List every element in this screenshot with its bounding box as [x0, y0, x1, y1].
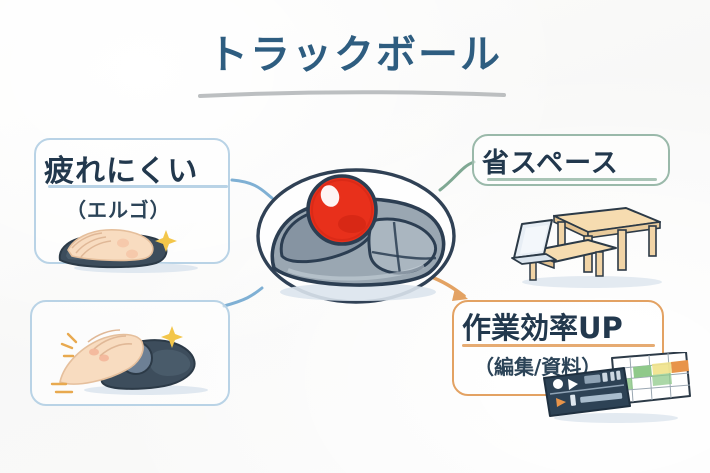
page-title-wrapper: トラックボール — [0, 34, 710, 76]
callout-sublabel-ergo: （エルゴ） — [66, 198, 171, 222]
trackball-ball[interactable] — [306, 174, 378, 246]
illustration-desk-with-laptop — [511, 207, 662, 288]
callout-label-ergo: 疲れにくい — [44, 154, 199, 189]
video-editor-icon — [543, 367, 631, 417]
illustration-trackball-mouse[interactable] — [248, 160, 464, 310]
page-title: トラックボール — [208, 32, 502, 78]
sparkle-icon — [161, 326, 183, 348]
callout-box-space[interactable] — [472, 134, 670, 186]
illustration-hand-operating-thumb-trackball — [50, 326, 208, 395]
sparkle-icon — [155, 230, 177, 252]
illustration-hand-resting-on-trackball — [58, 229, 198, 273]
spreadsheet-icon — [611, 352, 691, 405]
label-rule-ergo — [48, 185, 228, 188]
label-rule-space — [487, 178, 657, 181]
callout-label-space: 省スペース — [482, 148, 619, 179]
illustration-video-editor-and-spreadsheet — [543, 352, 691, 423]
title-underline — [198, 90, 506, 98]
label-rule-efficiency — [462, 344, 655, 347]
motion-lines-icon — [50, 332, 78, 394]
callout-label-efficiency: 作業効率UP — [462, 311, 623, 345]
